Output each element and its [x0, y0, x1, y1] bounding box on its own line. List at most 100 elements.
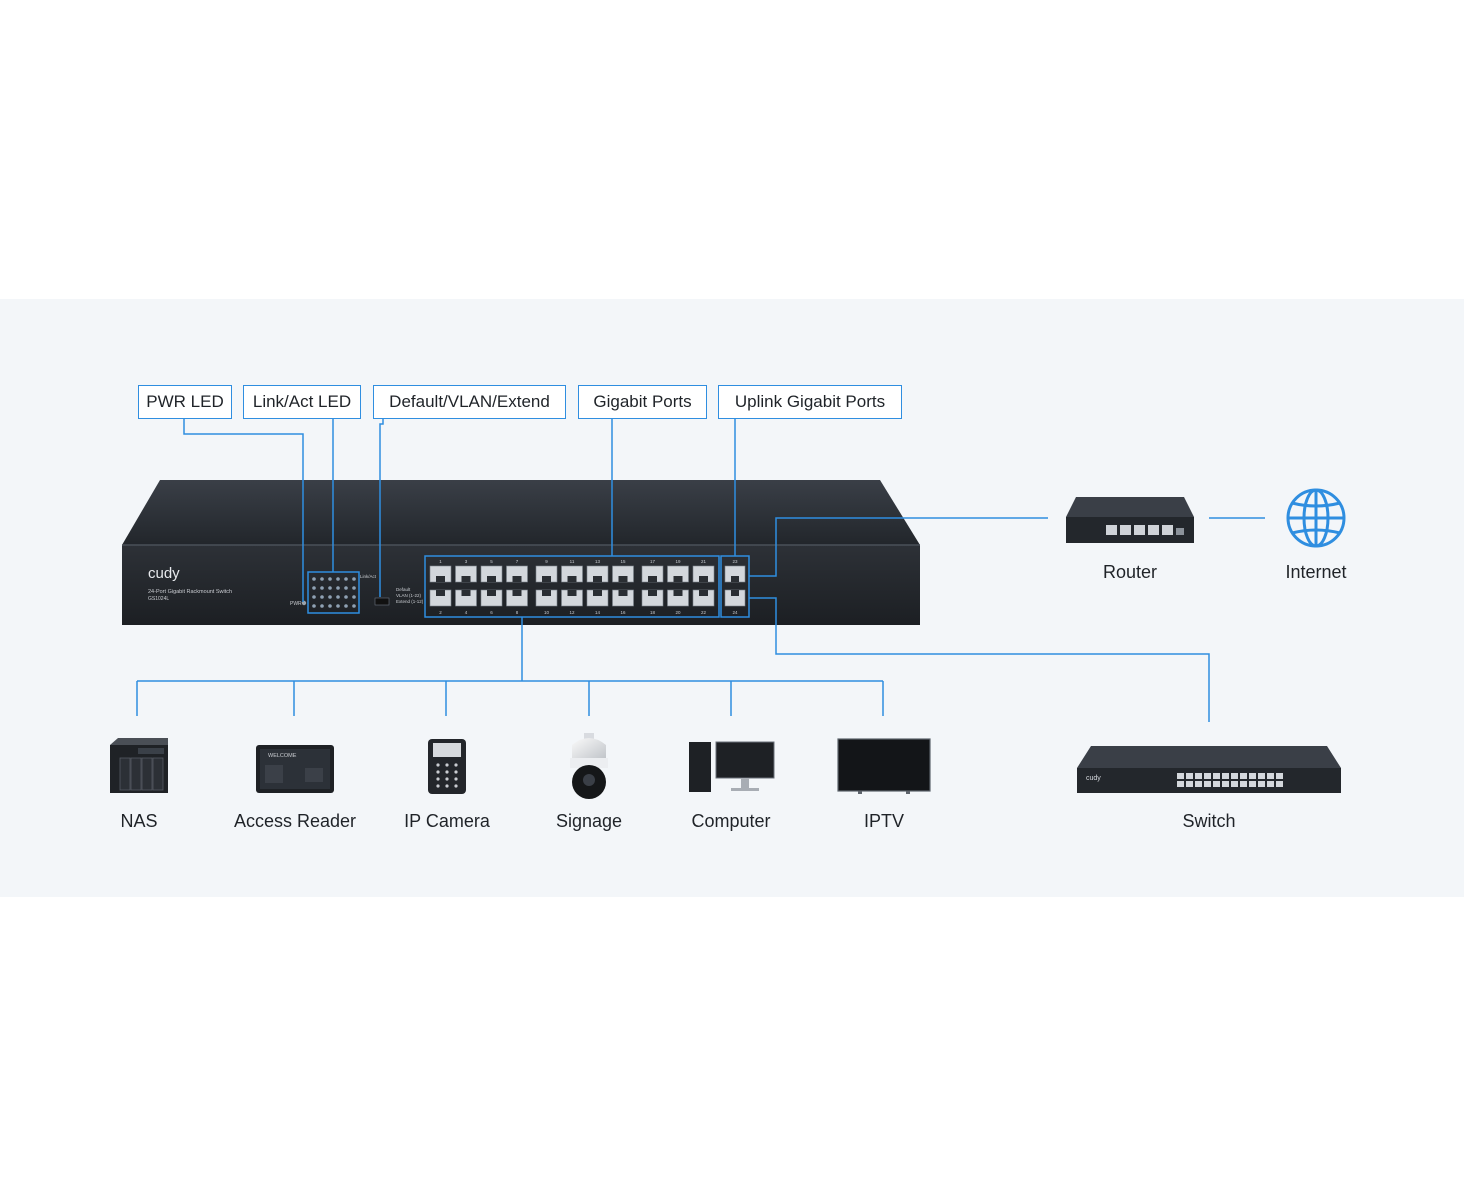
mini-port — [1240, 781, 1247, 787]
port-latch — [673, 590, 683, 596]
mini-port — [1204, 773, 1211, 779]
port-number-bottom: 10 — [544, 610, 550, 615]
client-label-nas: NAS — [120, 811, 158, 831]
port-latch — [648, 576, 657, 582]
mini-port — [1258, 773, 1265, 779]
keypad-key — [436, 784, 440, 788]
internet-label: Internet — [1285, 562, 1347, 582]
mini-port — [1249, 773, 1256, 779]
port-latch — [512, 576, 522, 582]
led-dot — [328, 604, 332, 608]
client-label-access-reader: Access Reader — [233, 811, 357, 831]
callout-uplink-ports: Uplink Gigabit Ports — [718, 385, 902, 419]
access-reader-screen-text: WELCOME — [268, 753, 297, 759]
switch-model-no: GS1024L — [148, 596, 169, 602]
port-number-bottom: 2 — [439, 610, 442, 615]
led-dot — [320, 604, 324, 608]
port-number-bottom: 14 — [595, 610, 601, 615]
mini-port — [1240, 773, 1247, 779]
led-dot — [312, 595, 316, 599]
mini-port — [1258, 781, 1265, 787]
led-dot — [336, 577, 340, 581]
port-latch — [593, 576, 602, 582]
keypad-key — [436, 770, 440, 774]
port-latch — [618, 590, 628, 596]
uplink-connections — [749, 517, 1265, 722]
led-dot — [320, 577, 324, 581]
port-latch — [731, 590, 739, 596]
port-number-bottom: 22 — [701, 610, 707, 615]
router-label: Router — [1102, 562, 1158, 582]
mini-port — [1231, 781, 1238, 787]
led-dot — [328, 595, 332, 599]
mini-port — [1267, 781, 1274, 787]
led-dot — [328, 586, 332, 590]
switch-model-desc: 24-Port Gigabit Rackmount Switch — [148, 589, 232, 595]
pwr-led-label: PWR — [290, 601, 302, 607]
led-dot — [336, 595, 340, 599]
keypad-key — [445, 784, 449, 788]
port-latch — [618, 576, 628, 582]
uplink-number-top: 23 — [732, 559, 738, 564]
led-dot — [352, 586, 356, 590]
switch-label: Switch — [1182, 811, 1236, 831]
callout-pwr-led: PWR LED — [138, 385, 232, 419]
port-latch — [593, 590, 602, 596]
gigabit-ports-highlight — [424, 555, 720, 618]
port-number-top: 15 — [620, 559, 626, 564]
port-latch — [512, 590, 522, 596]
switch-front-panel — [122, 545, 920, 625]
led-dot — [320, 586, 324, 590]
uplink-port-array: 23 24 — [724, 559, 746, 615]
keypad-key — [436, 763, 440, 767]
mode-vlan-label: VLAN (1-22) — [396, 593, 422, 598]
mini-port — [1186, 781, 1193, 787]
led-dot — [352, 577, 356, 581]
mini-port — [1213, 773, 1220, 779]
port-latch — [461, 590, 471, 596]
led-dot — [344, 577, 348, 581]
mini-port — [1231, 773, 1238, 779]
led-dot — [336, 604, 340, 608]
keypad-key — [454, 777, 458, 781]
port-latch — [487, 590, 496, 596]
mini-port — [1204, 781, 1211, 787]
led-dot — [352, 595, 356, 599]
keypad-key — [445, 763, 449, 767]
mini-port — [1177, 773, 1184, 779]
router-device — [1066, 497, 1194, 543]
port-number-top: 5 — [490, 559, 493, 564]
mini-port — [1195, 781, 1202, 787]
port-latch — [487, 576, 496, 582]
port-number-top: 7 — [516, 559, 519, 564]
led-dot — [312, 577, 316, 581]
led-dot — [312, 604, 316, 608]
mini-port — [1222, 781, 1229, 787]
led-dot — [352, 604, 356, 608]
port-latch — [567, 576, 577, 582]
keypad-key — [445, 770, 449, 774]
port-latch — [542, 590, 551, 596]
mini-port — [1177, 781, 1184, 787]
uplink-number-bottom: 24 — [732, 610, 738, 615]
led-dot — [320, 595, 324, 599]
switch-brand: cudy — [148, 565, 180, 582]
port-latch — [461, 576, 471, 582]
port-number-bottom: 16 — [620, 610, 626, 615]
link-act-led-grid — [312, 577, 356, 608]
callout-gigabit-ports: Gigabit Ports — [578, 385, 707, 419]
mini-port — [1276, 781, 1283, 787]
led-dot — [344, 604, 348, 608]
port-number-bottom: 18 — [650, 610, 656, 615]
signage-icon — [570, 733, 608, 799]
port-latch — [436, 576, 445, 582]
port-latch — [673, 576, 683, 582]
port-number-bottom: 6 — [490, 610, 493, 615]
port-latch — [699, 590, 708, 596]
mode-slide-switch — [374, 597, 390, 606]
port-number-bottom: 20 — [675, 610, 681, 615]
port-number-bottom: 4 — [465, 610, 468, 615]
internet-globe-icon — [1286, 488, 1346, 548]
led-dot — [344, 586, 348, 590]
